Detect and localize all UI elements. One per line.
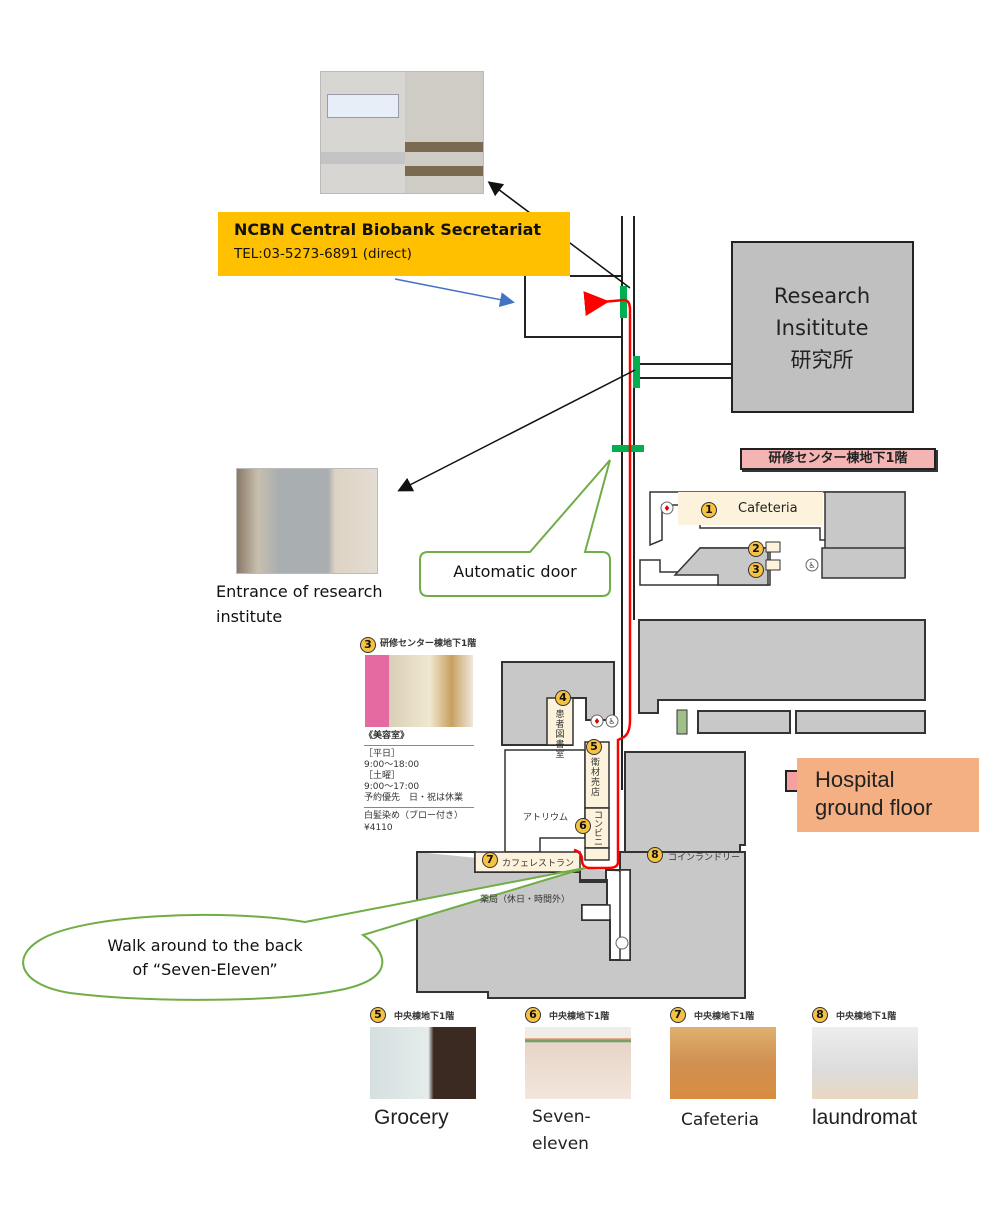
research-institute-line1: Research	[773, 284, 871, 308]
training-center-floor-tag: 研修センター棟地下1階	[740, 448, 936, 470]
medical-supplies-store-label: 衛材売店	[591, 758, 601, 798]
salon-photo	[365, 655, 473, 727]
wheelchair-icon: ♿	[805, 558, 819, 572]
salon-title: 《美容室》	[364, 731, 410, 741]
marker-5: 5	[586, 739, 602, 755]
salon-hours-line: ［土曜］	[364, 771, 401, 781]
cafeteria-label: Cafeteria	[681, 1110, 759, 1130]
atrium-label: アトリウム	[523, 813, 569, 823]
card-marker: 8	[812, 1007, 828, 1023]
research-entrance-photo	[236, 468, 378, 574]
laundromat-card: 8 中央棟地下1階	[812, 1007, 918, 1099]
hospital-floor-line1: Hospital	[815, 767, 895, 792]
marker-8: 8	[647, 847, 663, 863]
secretariat-door-photo	[320, 71, 484, 194]
hospital-floorplan	[416, 619, 926, 999]
marker-4: 4	[555, 690, 571, 706]
card-marker: 5	[370, 1007, 386, 1023]
restroom-icon: ♦	[590, 714, 604, 728]
card-marker: 7	[670, 1007, 686, 1023]
wheelchair-icon: ♿	[605, 714, 619, 728]
training-center-floorplan	[639, 491, 906, 586]
salon-location: 研修センター棟地下1階	[380, 639, 477, 649]
cafeteria-card: 7 中央棟地下1階	[670, 1007, 776, 1099]
secretariat-title: NCBN Central Biobank Secretariat	[234, 220, 542, 239]
research-institute-line2: Insititute	[775, 316, 869, 340]
svg-text:♦: ♦	[663, 504, 670, 513]
seven-eleven-label: Seven- eleven	[532, 1107, 591, 1154]
marker-3: 3	[748, 562, 764, 578]
automatic-door-callout	[419, 459, 611, 597]
svg-text:♿: ♿	[608, 717, 615, 726]
cafeteria-photo	[670, 1027, 776, 1099]
laundromat-photo	[812, 1027, 918, 1099]
grocery-label: Grocery	[374, 1106, 449, 1129]
grocery-photo	[370, 1027, 476, 1099]
salon-hours-line: 9:00〜18:00	[364, 760, 420, 770]
card-marker: 6	[525, 1007, 541, 1023]
card-location: 中央棟地下1階	[836, 1012, 897, 1022]
marker-6: 6	[575, 818, 591, 834]
marker-1: 1	[701, 502, 717, 518]
pointer-arrow-entrance-photo	[397, 369, 636, 492]
entrance-caption-line1: Entrance of research	[216, 582, 383, 601]
hospital-floor-tag: Hospital ground floor	[797, 758, 979, 832]
research-institute-label: Research Insititute 研究所	[732, 280, 912, 376]
card-location: 中央棟地下1階	[549, 1012, 610, 1022]
coin-laundry-label: コインランドリー	[668, 853, 741, 863]
marker-2: 2	[748, 541, 764, 557]
grocery-card: 5 中央棟地下1階	[370, 1007, 476, 1099]
elevator-icon	[615, 936, 629, 950]
walk-around-line1: Walk around to the back	[107, 936, 303, 955]
hospital-floor-line2: ground floor	[815, 795, 933, 820]
salon-service: 白髪染め（ブロー付き）	[364, 811, 464, 821]
marker-7: 7	[482, 852, 498, 868]
pharmacy-label: 薬局（休日・時間外）	[480, 895, 571, 905]
secretariat-room	[524, 275, 622, 338]
svg-text:♦: ♦	[593, 717, 600, 726]
research-institute-line3: 研究所	[790, 348, 854, 372]
salon-marker: 3	[360, 637, 376, 653]
upper-cafeteria-label: Cafeteria	[738, 501, 798, 516]
pointer-arrow-secretariat-room	[394, 278, 515, 308]
research-institute-building	[731, 241, 914, 413]
route-path	[573, 291, 632, 870]
entrance-caption-line2: institute	[216, 607, 283, 626]
salon-price: ¥4110	[364, 823, 393, 833]
seven-eleven-card: 6 中央棟地下1階	[525, 1007, 631, 1099]
card-location: 中央棟地下1階	[394, 1012, 455, 1022]
salon-hours-line: 9:00〜17:00	[364, 782, 420, 792]
laundromat-label: laundromat	[812, 1106, 918, 1129]
svg-text:♿: ♿	[808, 561, 815, 570]
convenience-store-label: コンビニ	[594, 811, 604, 848]
walk-around-line2: of “Seven-Eleven”	[132, 960, 278, 979]
walk-around-callout	[22, 867, 586, 1001]
hospital-floor-tab	[785, 770, 799, 792]
patient-library-label: 患者図書室	[555, 710, 565, 760]
salon-hours-line: 予約優先 日・祝は休業	[364, 793, 464, 803]
walk-around-label: Walk around to the back of “Seven-Eleven…	[40, 934, 370, 982]
restroom-icon: ♦	[660, 501, 674, 515]
cafe-restaurant-label: カフェレストラン	[502, 859, 575, 869]
seven-eleven-photo	[525, 1027, 631, 1099]
door-markers	[612, 286, 644, 452]
salon-hours: ［平日］ 9:00〜18:00 ［土曜］ 9:00〜17:00 予約優先 日・祝…	[364, 749, 463, 804]
secretariat-callout: NCBN Central Biobank Secretariat TEL:03-…	[218, 212, 570, 276]
entrance-caption: Entrance of research institute	[216, 579, 383, 629]
automatic-door-label: Automatic door	[453, 562, 577, 581]
card-location: 中央棟地下1階	[694, 1012, 755, 1022]
secretariat-tel: TEL:03-5273-6891 (direct)	[234, 246, 412, 262]
salon-hours-line: ［平日］	[364, 749, 401, 759]
